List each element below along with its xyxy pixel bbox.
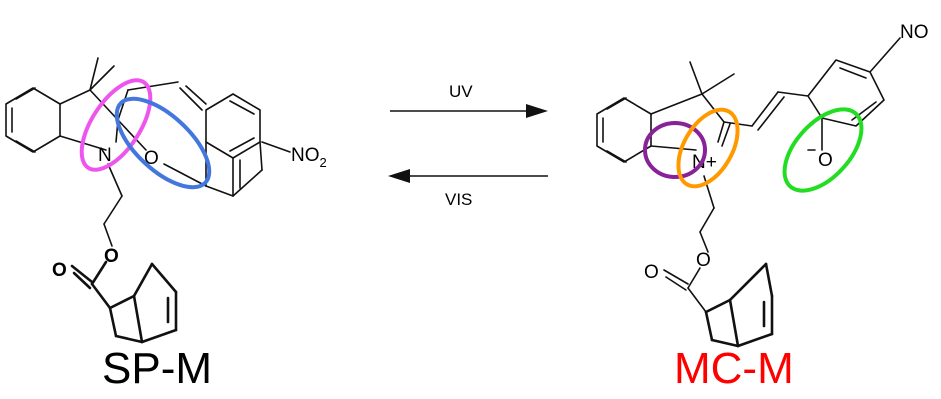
- mc-phenoxide-oxygen: O: [818, 150, 833, 171]
- sp-carbonyl-oxygen-atom: O: [52, 260, 67, 281]
- mc-m-structure: N+ O NO O O: [596, 22, 929, 348]
- forward-arrowhead: [526, 104, 548, 118]
- blue-highlight-ellipse: [114, 96, 212, 190]
- reverse-arrowhead: [388, 169, 410, 183]
- spiropyran-ring: [117, 81, 207, 187]
- nitrobenzene-ring: [205, 93, 291, 197]
- sp-nitro-subscript: 2: [320, 155, 327, 170]
- sp-nitrogen-atom: N: [98, 145, 112, 166]
- vinyl-bridge: [723, 91, 809, 131]
- mc-ester-oxygen-atom: O: [696, 250, 711, 271]
- uv-label: UV: [449, 82, 473, 101]
- equilibrium-arrows: UV VIS: [388, 82, 548, 209]
- magenta-highlight-ellipse: [79, 78, 153, 172]
- phenoxide-ring: [807, 37, 901, 151]
- mc-carbonyl-oxygen-atom: O: [644, 262, 659, 283]
- mc-nitro-group: NO: [900, 22, 929, 43]
- indoline-five-ring: [59, 57, 119, 151]
- indolium-five-ring: [650, 61, 735, 151]
- ethyl-ester-chain: [70, 163, 123, 310]
- sp-nitro-text: NO: [291, 145, 320, 166]
- vis-label: VIS: [445, 190, 472, 209]
- sp-m-caption: SP-M: [102, 344, 212, 393]
- mc-norbornene-unit: [704, 262, 774, 348]
- indoline-benzene-ring: [5, 87, 61, 153]
- sp-ester-oxygen-atom: O: [104, 246, 119, 267]
- mc-m-caption: MC-M: [674, 344, 794, 393]
- mc-ethyl-ester-chain: [663, 175, 715, 313]
- orange-highlight-ellipse: [676, 107, 740, 189]
- indolium-benzene-ring: [596, 97, 652, 163]
- sp-nitro-group: NO2: [291, 145, 327, 170]
- norbornene-unit: [108, 262, 178, 344]
- purple-highlight-ellipse: [643, 121, 707, 179]
- green-highlight-ellipse: [782, 107, 864, 193]
- sp-m-structure: N O NO2 O O: [5, 57, 327, 344]
